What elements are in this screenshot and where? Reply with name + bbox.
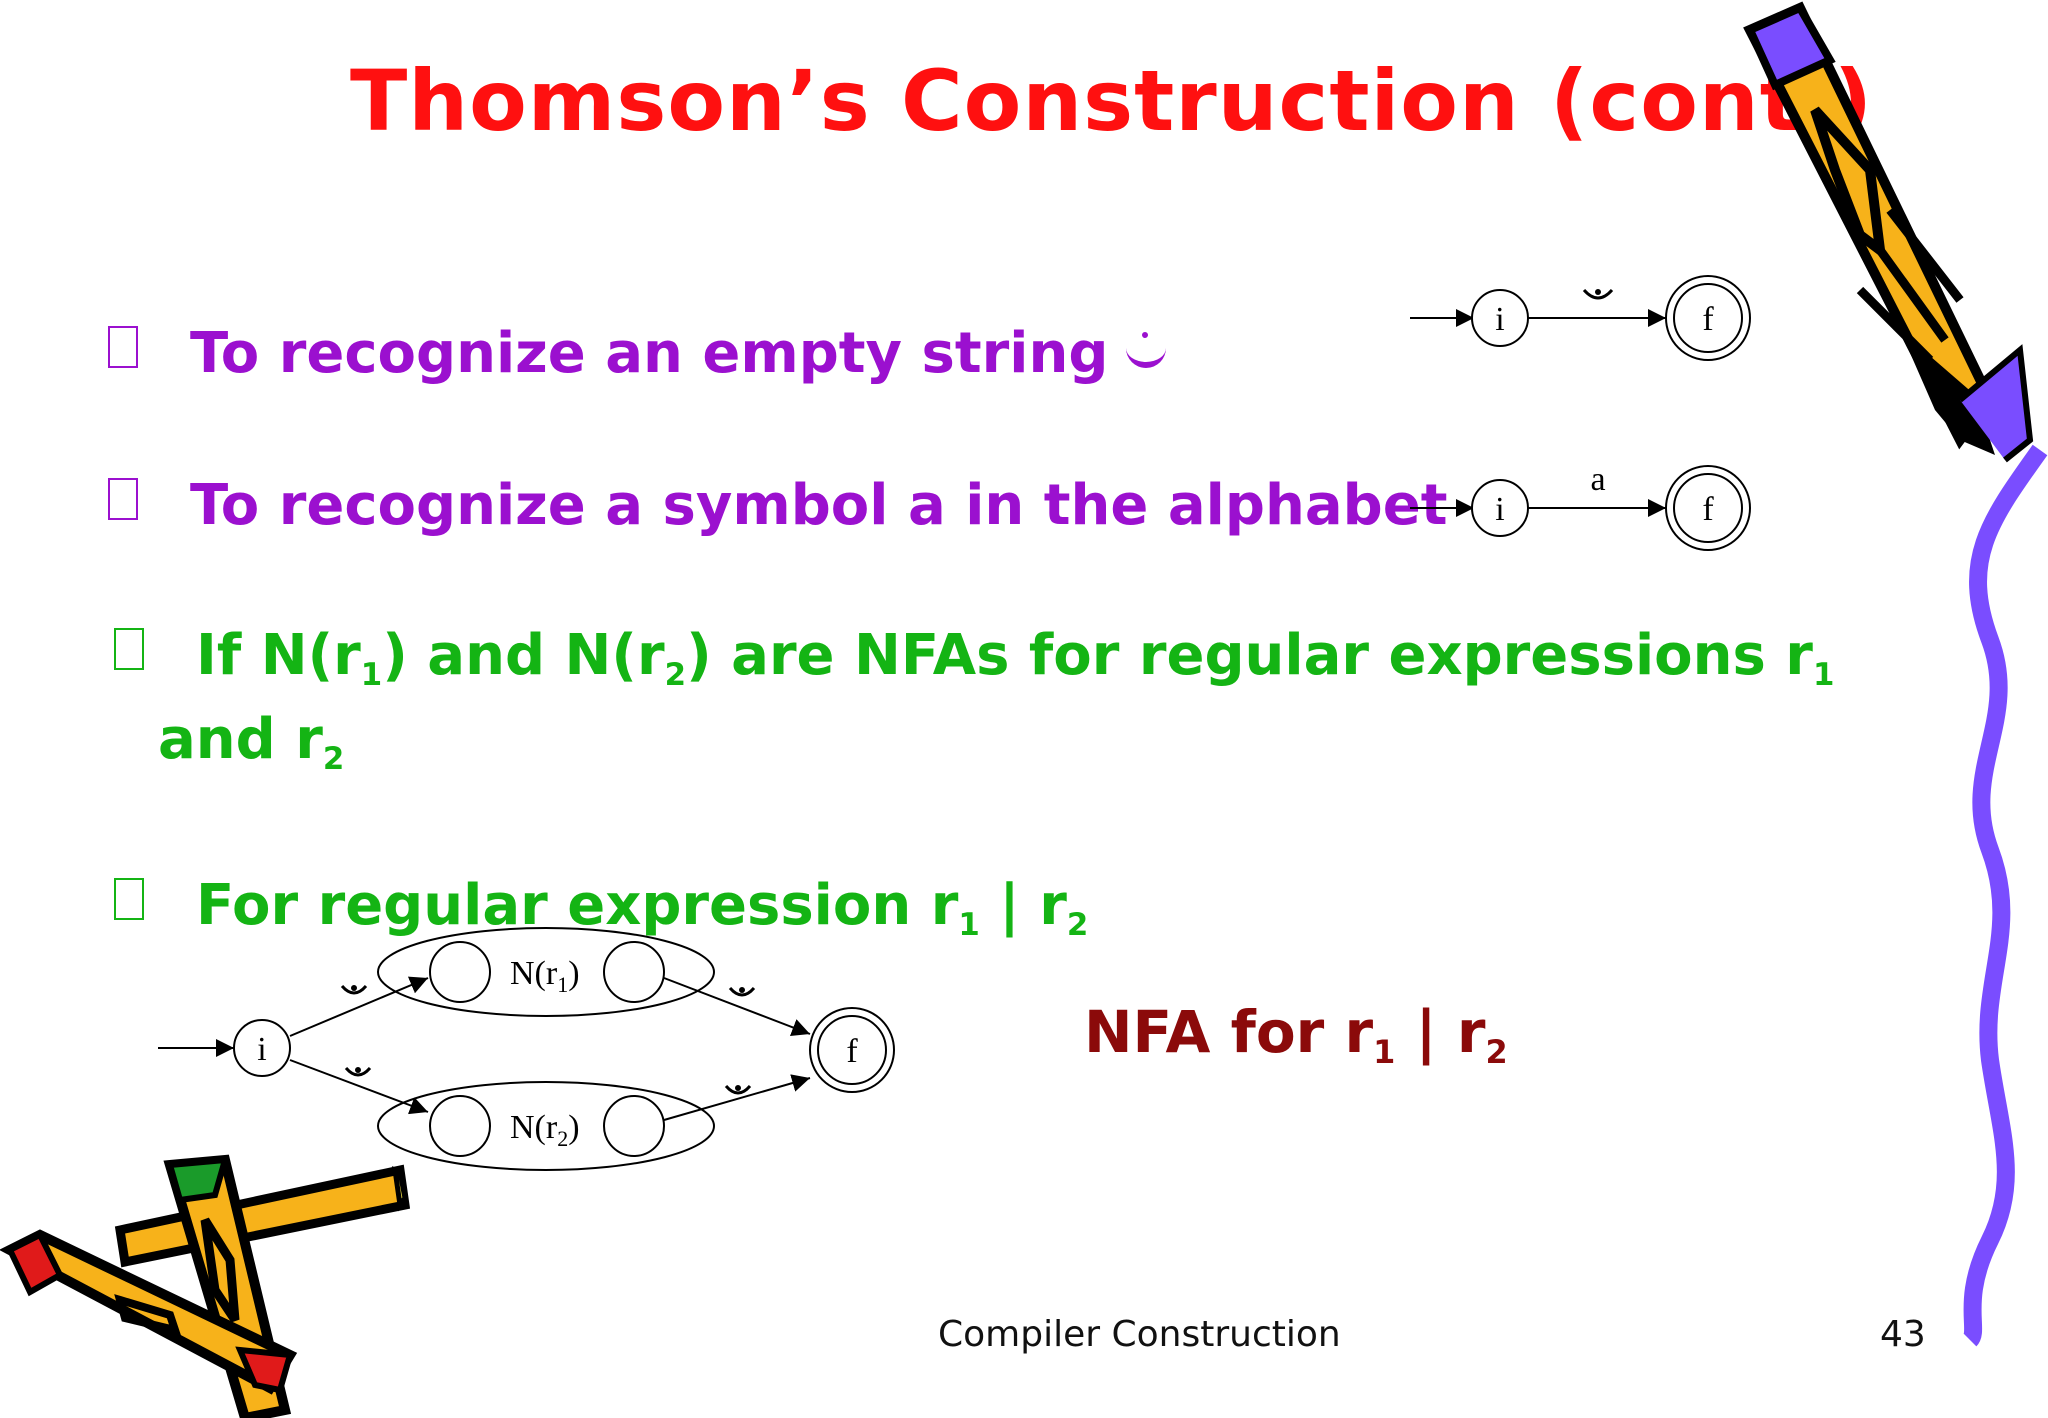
bullet-icon xyxy=(114,878,144,920)
page-number: 43 xyxy=(1880,1314,1926,1355)
subscript: 2 xyxy=(1485,1033,1508,1072)
bullet-nfas-line2: and r2 xyxy=(158,712,344,775)
state-final xyxy=(1665,465,1751,551)
bullet-text: and r xyxy=(158,707,323,772)
bullet-text: ) and N(r xyxy=(382,623,665,688)
bullet-text: If N(r xyxy=(196,623,361,688)
subscript: 1 xyxy=(1373,1033,1396,1072)
state-label: f xyxy=(846,1033,858,1070)
bullet-icon xyxy=(108,478,138,520)
bullet-nfas: If N(r1) and N(r2) are NFAs for regular … xyxy=(114,628,1834,691)
epsilon-icon xyxy=(344,1066,372,1077)
epsilon-icon xyxy=(728,986,756,997)
epsilon-icon xyxy=(340,984,368,995)
state-label: i xyxy=(1495,301,1504,338)
bullet-icon xyxy=(108,326,138,368)
bullet-text: | r xyxy=(979,873,1067,938)
caption-text: | r xyxy=(1395,998,1486,1066)
bullet-text: ) are NFAs for regular expressions r xyxy=(686,623,1813,688)
edge-label: a xyxy=(1590,461,1605,498)
caption-text: NFA for r xyxy=(1084,998,1374,1066)
footer-text: Compiler Construction xyxy=(938,1314,1341,1355)
state-final xyxy=(809,1007,895,1093)
nfa-caption: NFA for r1 | r2 xyxy=(1084,998,1508,1071)
crayon-top-right-icon xyxy=(1743,1,2034,463)
nfa-symbol: i a f xyxy=(1410,461,1751,551)
machine-label: N(r2) xyxy=(510,1109,580,1151)
subscript: 1 xyxy=(360,656,383,693)
nfa-union: i N(r1) N(r2) f xyxy=(158,927,895,1171)
epsilon-icon xyxy=(724,1084,752,1095)
squiggle-icon xyxy=(1962,444,2048,1347)
bullet-text: To recognize a symbol a in the alphabet xyxy=(190,473,1448,538)
bullet-symbol: To recognize a symbol a in the alphabet xyxy=(108,478,1447,534)
bullet-text: To recognize an empty string xyxy=(190,321,1109,386)
machine-label: N(r1) xyxy=(510,955,580,997)
bullet-union: For regular expression r1 | r2 xyxy=(114,878,1088,941)
slide-title: Thomson’s Construction (cont.) xyxy=(350,52,1874,150)
subscript: 2 xyxy=(664,656,687,693)
subscript: 2 xyxy=(1066,906,1089,943)
bullet-empty-string: To recognize an empty string xyxy=(108,326,1167,382)
state-label: f xyxy=(1702,491,1714,528)
state-label: i xyxy=(257,1031,266,1068)
state-start xyxy=(233,1019,291,1077)
nfa-empty-string: i f xyxy=(1410,275,1751,361)
bullet-text: For regular expression r xyxy=(196,873,959,938)
subscript: 1 xyxy=(958,906,980,943)
state-label: i xyxy=(1495,491,1504,528)
state-final xyxy=(1665,275,1751,361)
epsilon-icon xyxy=(1582,288,1614,300)
crayons-bottom-left-icon xyxy=(0,1154,411,1418)
subscript: 1 xyxy=(1812,656,1835,693)
subscript: 2 xyxy=(322,740,345,777)
state-label: f xyxy=(1702,301,1714,338)
epsilon-icon xyxy=(1126,332,1167,368)
bullet-icon xyxy=(114,628,144,670)
